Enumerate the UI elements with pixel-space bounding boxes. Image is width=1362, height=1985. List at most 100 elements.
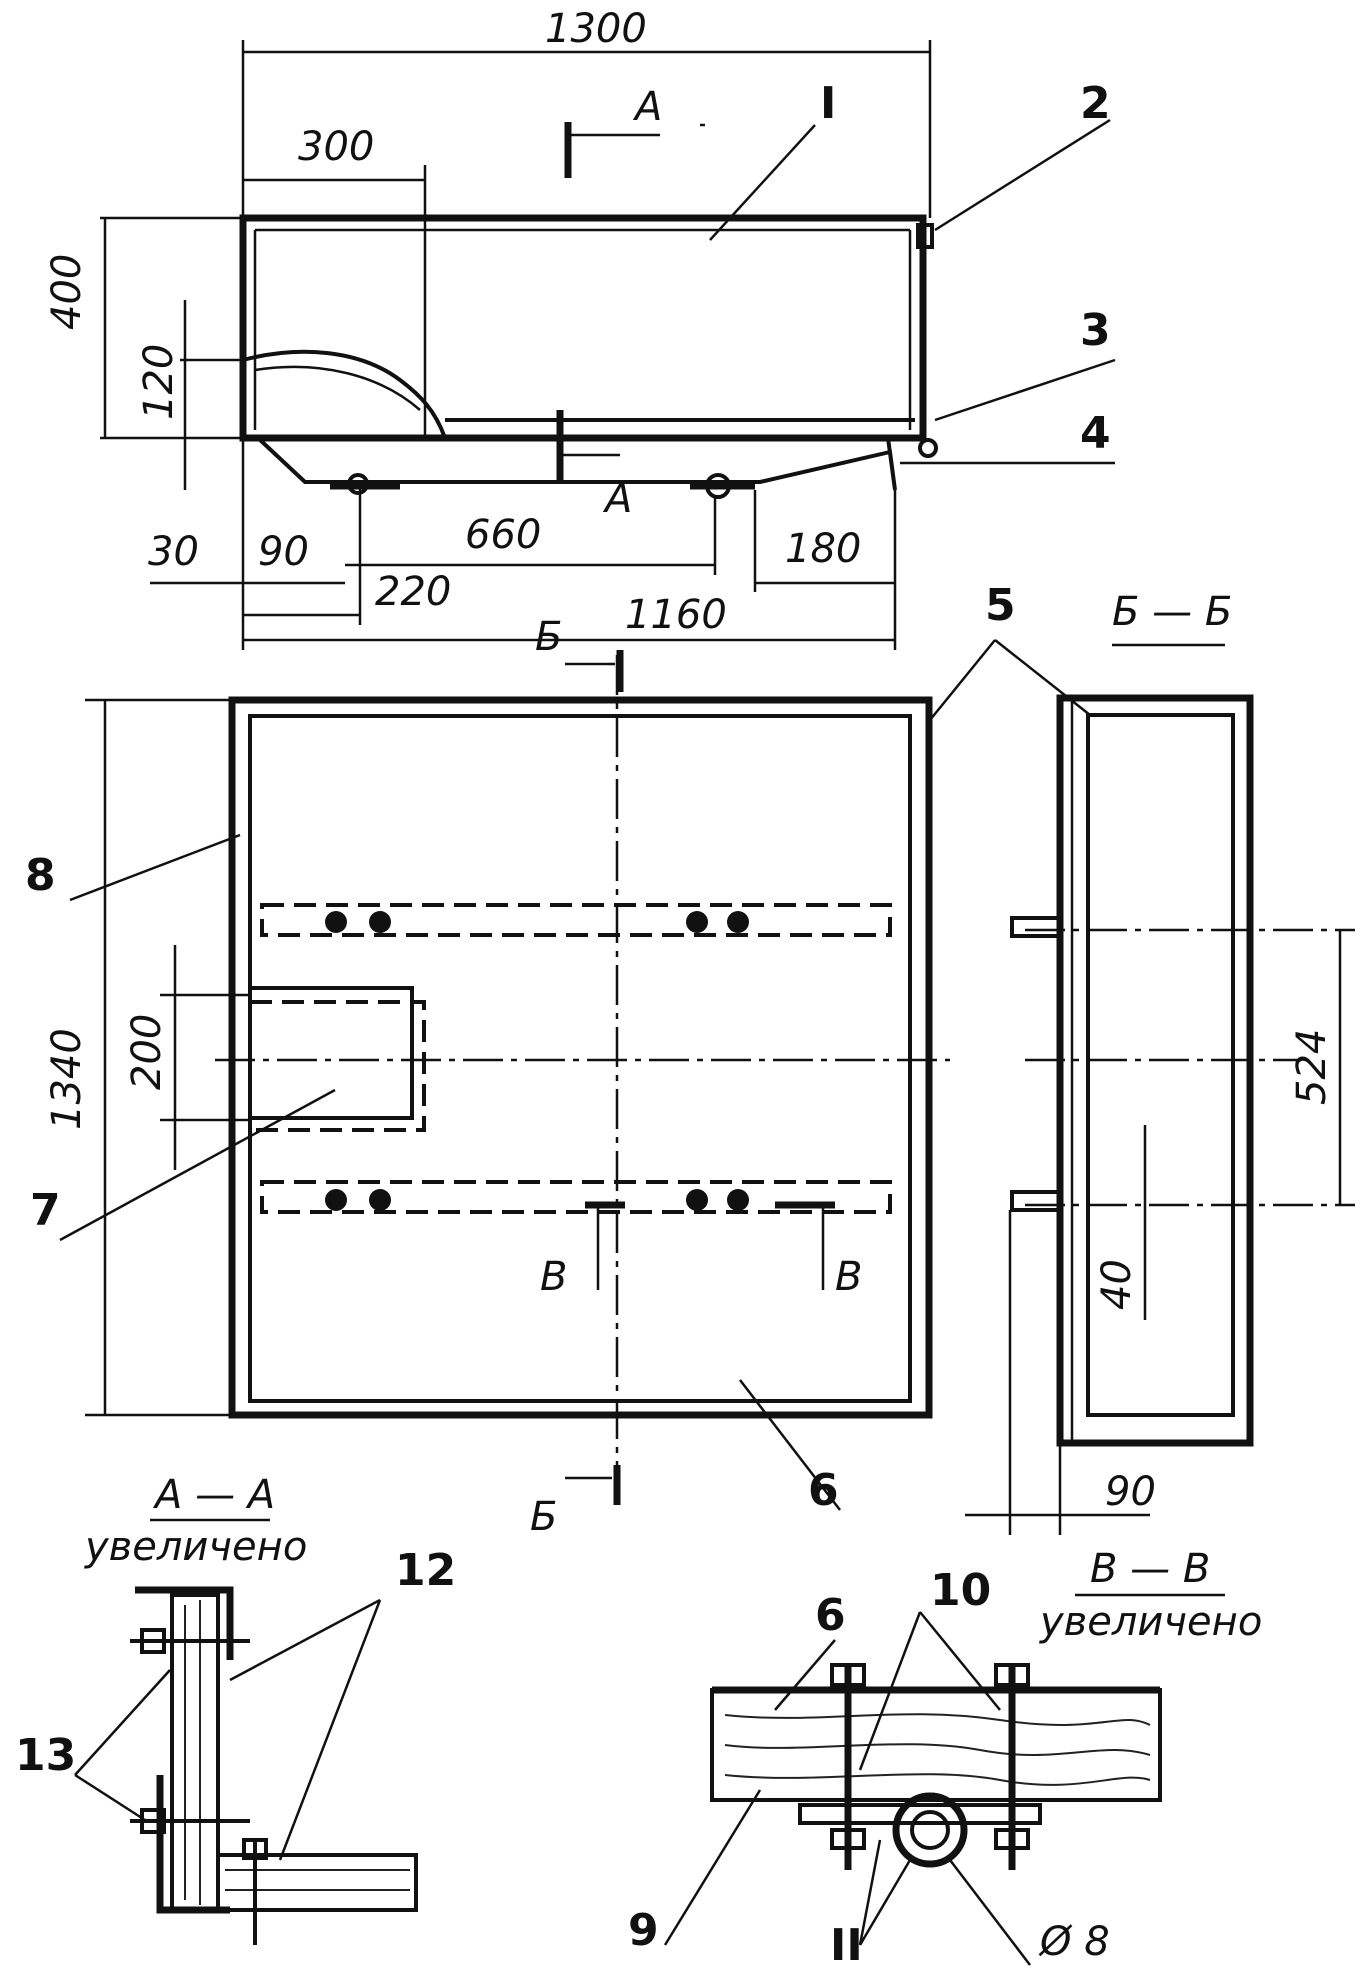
bolt-icon [686,1189,708,1211]
part-label-6: 6 [808,1465,839,1516]
wood-grain [724,1743,1151,1756]
leader-12a [229,1598,381,1682]
part-label-12: 12 [395,1545,456,1596]
leader-9 [663,1789,762,1946]
leader-11a [858,1839,882,1946]
bolt-icon [369,1189,391,1211]
dim-220: 220 [375,569,451,615]
wood-grain [724,1713,1151,1726]
section-vv-note: увеличено [1039,1599,1262,1645]
leader-13b [74,1773,146,1822]
section-aa-title: А — А [152,1472,275,1518]
plan-inner-frame [248,714,912,1403]
section-aa-note: увеличено [84,1524,307,1570]
section-a-label-top: A [632,84,662,130]
bolt-head-icon [830,1663,866,1687]
wood-grain [724,1773,1151,1786]
part-label-2: 2 [1080,78,1111,129]
leader-2 [934,118,1111,232]
dim-30: 30 [148,529,199,575]
part-label-13: 13 [15,1730,76,1781]
nut-icon [994,1828,1030,1850]
section-aa-view: А — А увеличено 12 13 [15,1472,456,1945]
leader-10b [919,1611,1001,1711]
leader-d8 [949,1859,1031,1966]
runner-profile [256,436,897,491]
top-angle-plate [135,1586,234,1660]
dim-1340: 1340 [44,1028,90,1130]
part-label-9: 9 [628,1905,659,1956]
leader-11b [858,1859,912,1946]
corner-fitting [916,223,934,249]
section-vv-view: В — В увеличено 6 10 9 II Ø 8 [628,1546,1262,1971]
dim-40: 40 [1094,1259,1140,1310]
nut-icon [830,1828,866,1850]
dim-200: 200 [124,1014,170,1090]
bottom-fitting [918,438,938,458]
section-b-label-bottom: Б [530,1494,557,1540]
side-elevation-view: 1300 300 400 120 30 90 660 180 220 1160 … [44,6,1116,650]
bolt-icon [727,911,749,933]
bolt-right-icon [705,473,731,499]
bolt-head-icon [994,1663,1030,1687]
part-label-11: II [830,1920,863,1971]
runner-slot-lower [260,1180,892,1214]
notch-dashed [250,1000,426,1132]
leader-5a [929,639,996,721]
dim-180: 180 [785,526,861,572]
dim-90-bottom: 90 [1105,1469,1156,1515]
part-label-5: 5 [985,580,1016,631]
bolt-icon [325,911,347,933]
runner-stub-upper [1010,916,1062,938]
rod-section-icon [910,1810,950,1850]
section-bb-view: Б — Б 524 40 90 [965,589,1355,1535]
leader-12b [278,1599,382,1861]
part-label-4: 4 [1080,408,1111,459]
dim-90-top: 90 [258,529,309,575]
dim-300: 300 [298,124,374,170]
section-a-label-bottom: A [602,476,632,522]
plan-outer-frame [228,696,933,1419]
section-v-label-left: В [540,1254,567,1300]
bolt-icon [686,911,708,933]
part-label-10: 10 [930,1565,991,1616]
leader-7 [59,1088,336,1242]
runner-slot-upper [260,903,892,937]
part-label-6b: 6 [815,1590,846,1641]
notch-outline [250,986,414,1120]
section-bb-outer [1056,694,1254,1447]
leader-6 [739,1379,841,1511]
bolt-icon [727,1189,749,1211]
dim-1160: 1160 [625,592,727,638]
plan-view: 1340 200 Б Б В В 8 7 6 5 [25,580,1091,1540]
dim-1300: 1300 [545,6,647,52]
section-vv-title: В — В [1090,1546,1210,1592]
leader-6b [774,1639,836,1711]
dim-400: 400 [44,254,90,330]
runner-stub-lower [1010,1190,1062,1212]
leader-8 [69,833,241,902]
leader-13a [74,1669,171,1776]
floor-board [216,1853,418,1912]
cutaway-hatch [254,365,421,411]
clamp-plate [798,1803,1042,1825]
nut-icon [242,1838,268,1860]
box-outline [239,214,927,442]
section-v-label-right: В [835,1254,862,1300]
leader-5b [994,639,1091,716]
dim-524: 524 [1289,1029,1335,1105]
part-label-1: I [820,78,836,129]
leader-10a [858,1611,922,1771]
dim-660: 660 [465,512,541,558]
dim-120: 120 [136,344,182,420]
bolt-left-icon [347,473,369,495]
part-label-7: 7 [30,1185,61,1236]
section-b-label-top: Б [535,614,562,660]
dim-d8: Ø 8 [1038,1919,1110,1965]
section-bb-title: Б — Б [1112,589,1232,635]
rod-clamp-icon [892,1792,968,1868]
part-label-3: 3 [1080,305,1111,356]
leader-1 [709,124,816,241]
